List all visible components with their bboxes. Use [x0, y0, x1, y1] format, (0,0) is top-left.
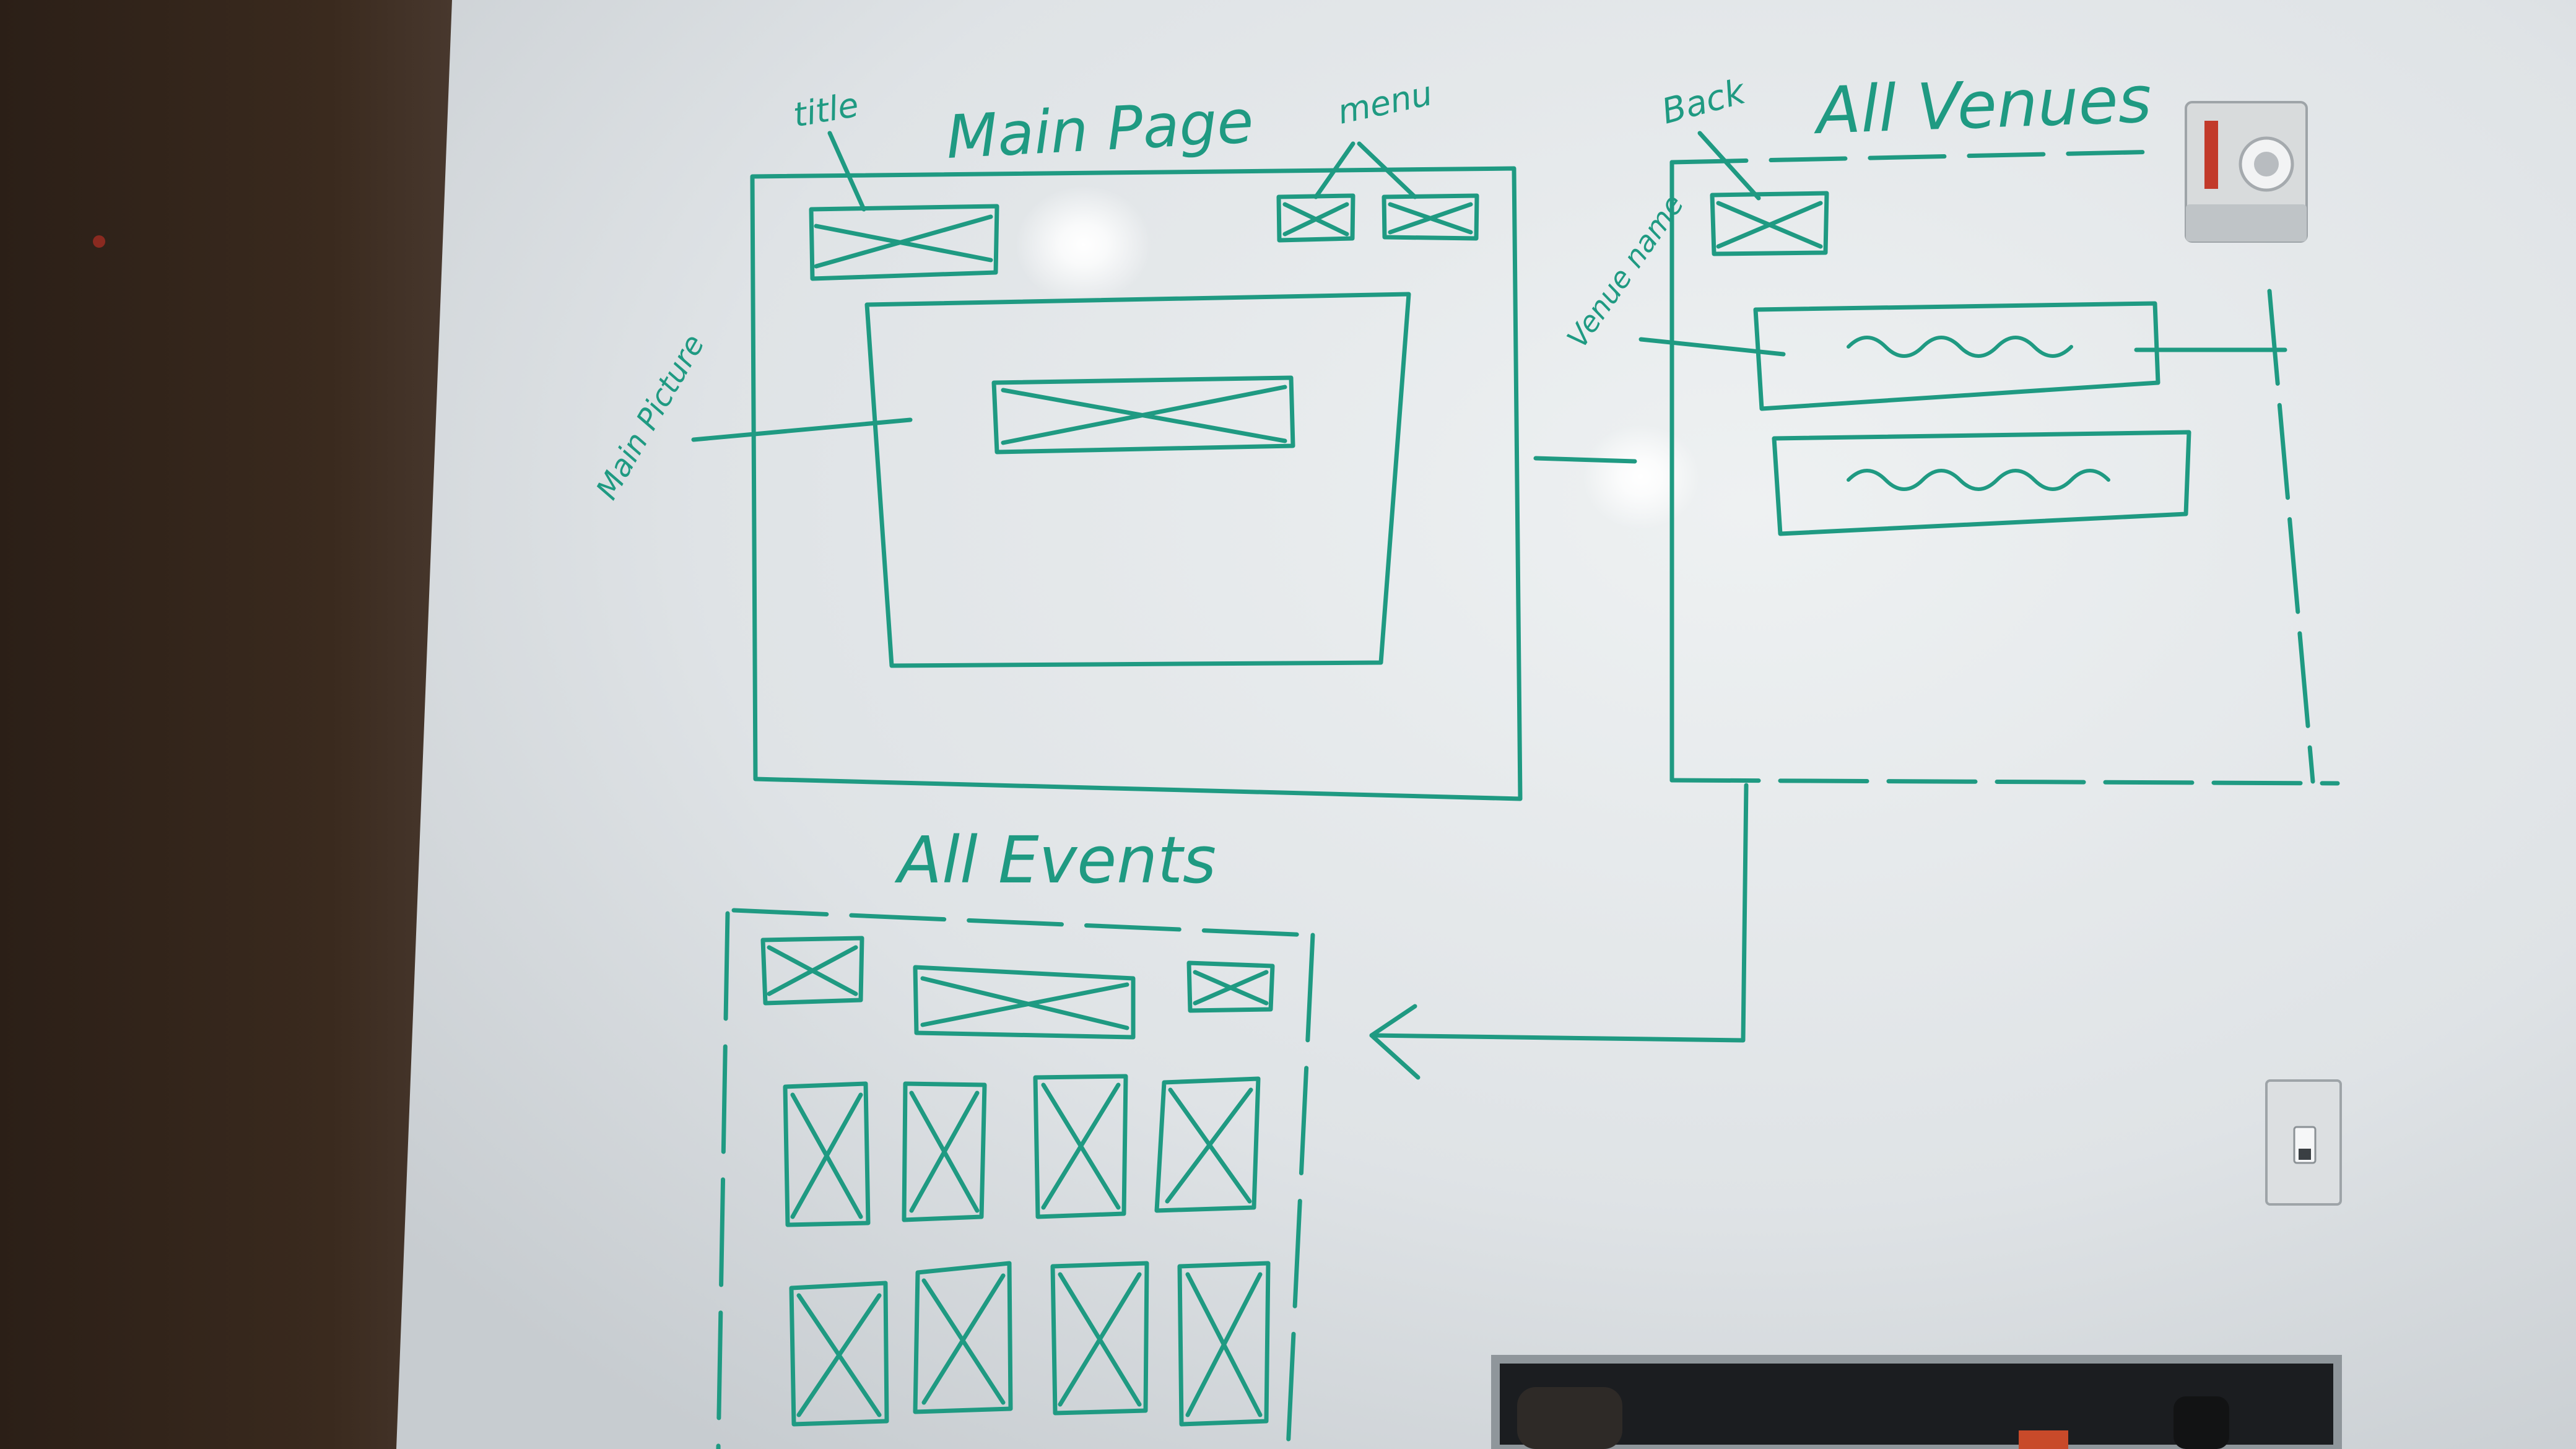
menu-placeholder-2	[1382, 193, 1479, 241]
wall-mark	[93, 235, 105, 248]
menu-placeholder-1	[1276, 193, 1355, 243]
event-card	[789, 1281, 889, 1427]
menu-leaders	[1313, 141, 1417, 199]
event-card	[1033, 1074, 1128, 1219]
main-picture-leader	[691, 417, 913, 442]
title-leader	[827, 131, 866, 212]
main-picture-placeholder	[991, 375, 1295, 455]
fire-alarm-strobe-icon	[2185, 101, 2308, 243]
light-glare	[1582, 424, 1700, 529]
bottom-shelf	[1491, 1355, 2342, 1449]
wall	[0, 0, 471, 1449]
all-venues-title: All Venues	[1812, 61, 2153, 149]
main-to-venues-connector	[1533, 456, 1637, 464]
main-page-title: Main Page	[944, 87, 1255, 172]
main-picture-frame	[864, 292, 1411, 668]
back-button-placeholder	[1710, 191, 1829, 256]
event-card	[902, 1081, 987, 1222]
venues-to-events-arrow	[1369, 783, 1749, 1080]
light-glare	[1016, 186, 1152, 303]
venue-name-leader	[1638, 337, 1786, 357]
main-page-frame	[750, 166, 1523, 801]
event-card	[783, 1081, 871, 1227]
event-card	[1154, 1076, 1261, 1213]
whiteboard	[396, 0, 2576, 1449]
light-switch-icon	[2265, 1079, 2342, 1206]
event-card	[1050, 1261, 1149, 1416]
events-title-placeholder	[913, 965, 1136, 1040]
event-card	[913, 1261, 1013, 1414]
all-events-title: All Events	[894, 822, 1216, 898]
event-card	[1177, 1261, 1271, 1427]
venue-list-item	[1753, 301, 2287, 411]
title-placeholder	[809, 204, 999, 281]
venue-list-item	[1772, 430, 2191, 536]
events-menu-placeholder	[1186, 960, 1275, 1013]
back-leader	[1697, 131, 1761, 201]
events-back-placeholder	[760, 936, 864, 1006]
all-events-wireframe: All Events	[716, 822, 1315, 1449]
